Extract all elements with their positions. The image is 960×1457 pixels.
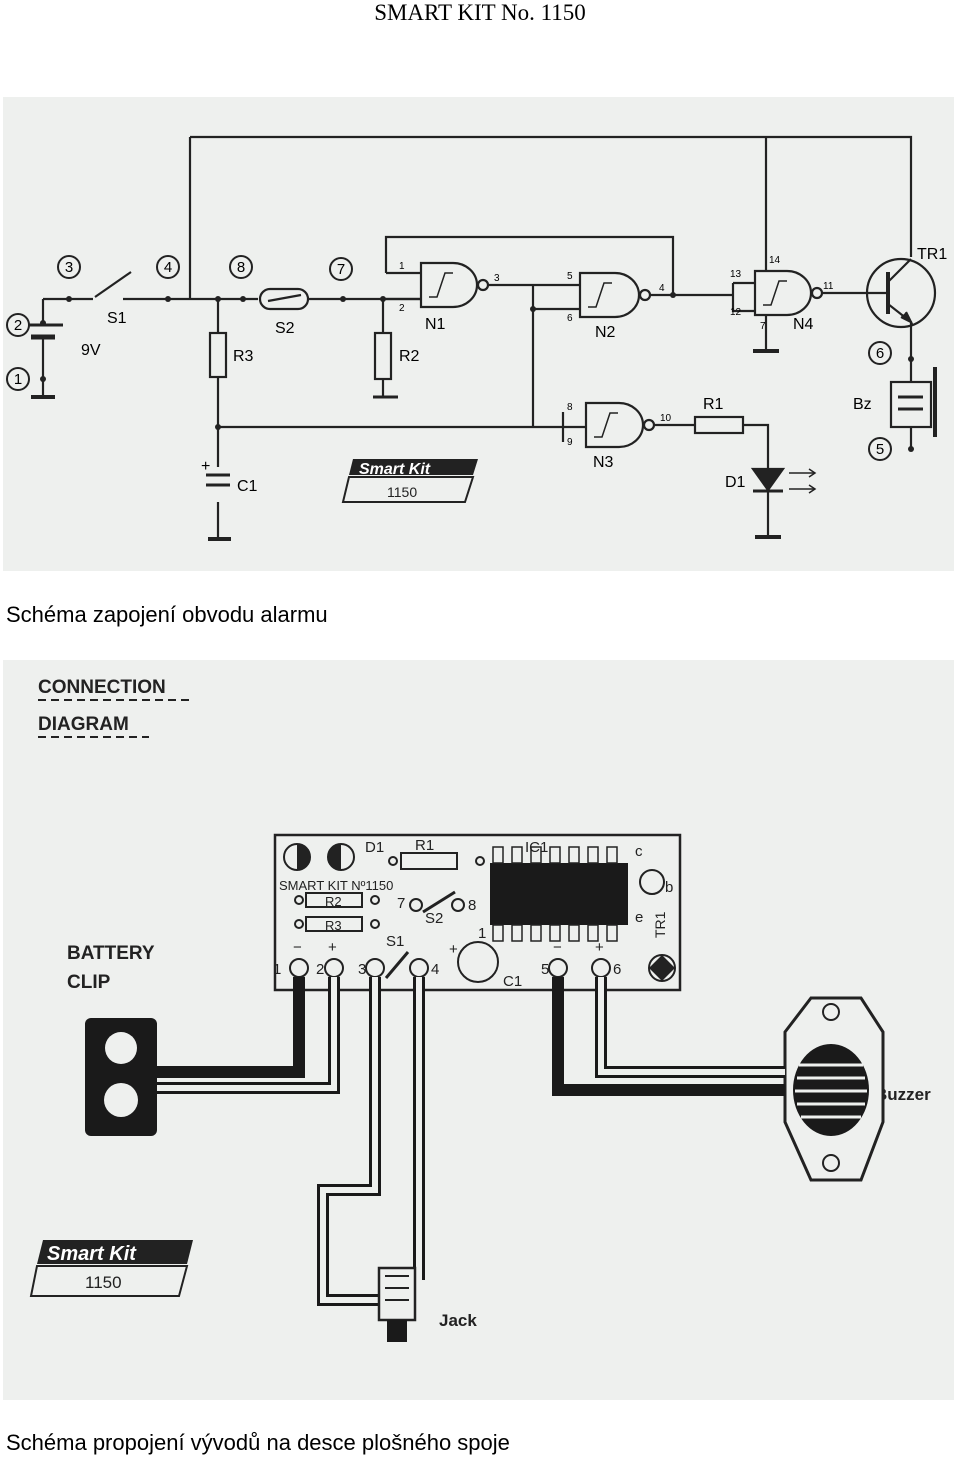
connection-caption: Schéma propojení vývodů na desce plošnéh… (6, 1430, 510, 1455)
board-term-2: 2 (316, 961, 324, 978)
board-plus-6: + (595, 939, 604, 956)
pin-10: 10 (660, 413, 672, 424)
label-n1: N1 (425, 316, 446, 333)
logo-number: 1150 (387, 484, 417, 500)
board-plus-c1: + (449, 941, 458, 958)
board-d1: D1 (365, 839, 384, 856)
pin-4: 4 (659, 283, 665, 294)
connection-diagram: CONNECTION DIAGRAM BATTERY CLIP Buzzer J… (3, 660, 954, 1400)
board-term-5: 5 (541, 961, 549, 978)
heading-diagram: DIAGRAM (38, 714, 129, 735)
label-r3: R3 (233, 348, 254, 365)
pin-11: 11 (823, 281, 834, 292)
smart-kit-logo: Smart Kit 1150 (341, 459, 478, 503)
board-pin7: 7 (397, 895, 405, 912)
terminal-5: 5 (876, 441, 884, 458)
label-c1-plus: + (201, 458, 210, 475)
jack-connector (377, 1266, 417, 1342)
heading-connection: CONNECTION (38, 677, 166, 698)
board-term-4: 4 (431, 961, 439, 978)
board-term-6: 6 (613, 961, 621, 978)
label-n2: N2 (595, 324, 616, 341)
board-c: c (635, 843, 643, 860)
logo-brand-bottom: Smart Kit (47, 1243, 137, 1265)
buzzer (783, 996, 885, 1182)
label-n4: N4 (793, 316, 814, 333)
schematic-caption: Schéma zapojení obvodu alarmu (6, 602, 328, 627)
pin-2: 2 (399, 303, 405, 314)
battery-clip-line2: CLIP (67, 972, 111, 993)
label-bz: Bz (853, 396, 872, 413)
battery-clip-line1: BATTERY (67, 943, 155, 964)
terminal-4: 4 (164, 259, 172, 276)
label-s1: S1 (107, 310, 127, 327)
pin-7: 7 (760, 321, 766, 332)
label-9v: 9V (81, 342, 101, 359)
board-r2: R2 (325, 894, 342, 909)
board-tr1: TR1 (652, 911, 668, 938)
board-r1: R1 (415, 837, 434, 854)
board-term-3: 3 (358, 961, 366, 978)
battery-clip (85, 1018, 157, 1136)
jack-label: Jack (439, 1311, 477, 1330)
connection-svg: CONNECTION DIAGRAM BATTERY CLIP Buzzer J… (29, 677, 931, 1342)
board-b: b (665, 879, 673, 896)
terminal-7: 7 (337, 261, 345, 278)
pin-6: 6 (567, 313, 573, 324)
label-n3: N3 (593, 454, 614, 471)
logo-brand: Smart Kit (359, 461, 431, 478)
label-tr1: TR1 (917, 246, 947, 263)
board-minus-1: − (293, 939, 302, 956)
board-s1: S1 (386, 933, 404, 950)
pin-8: 8 (567, 402, 573, 413)
terminal-8: 8 (237, 259, 245, 276)
schematic-svg: 2 1 3 4 8 7 6 5 S1 9V R3 S2 R2 N1 N2 N3 … (6, 135, 947, 541)
pin-14: 14 (769, 255, 781, 266)
board-plus-2: + (328, 939, 337, 956)
terminal-3: 3 (65, 259, 73, 276)
board-term-1: 1 (273, 961, 281, 978)
board-minus-5: − (553, 939, 562, 956)
schematic-diagram: 2 1 3 4 8 7 6 5 S1 9V R3 S2 R2 N1 N2 N3 … (3, 97, 954, 571)
label-d1: D1 (725, 474, 746, 491)
label-r2: R2 (399, 348, 420, 365)
label-c1: C1 (237, 478, 258, 495)
buzzer-label: Buzzer (875, 1085, 931, 1104)
board-s2: S2 (425, 910, 443, 927)
pin-12: 12 (730, 307, 742, 318)
pin-3: 3 (494, 273, 500, 284)
terminal-1: 1 (14, 371, 22, 388)
page-title: SMART KIT No. 1150 (374, 0, 586, 25)
board-pin8: 8 (468, 897, 476, 914)
board-ic1: IC1 (525, 839, 548, 856)
board-kit-no: SMART KIT Nº1150 (279, 878, 393, 893)
logo-number-bottom: 1150 (85, 1273, 122, 1292)
board-ic-pin1: 1 (478, 925, 486, 942)
pin-1: 1 (399, 261, 405, 272)
board-r3: R3 (325, 918, 342, 933)
label-s2: S2 (275, 320, 295, 337)
board-c1: C1 (503, 973, 522, 990)
board-e: e (635, 909, 643, 926)
terminal-6: 6 (876, 345, 884, 362)
label-r1: R1 (703, 396, 724, 413)
terminal-2: 2 (14, 317, 22, 334)
smart-kit-logo-bottom: Smart Kit 1150 (29, 1240, 193, 1297)
pin-5: 5 (567, 271, 573, 282)
pin-13: 13 (730, 269, 742, 280)
pin-9: 9 (567, 437, 573, 448)
